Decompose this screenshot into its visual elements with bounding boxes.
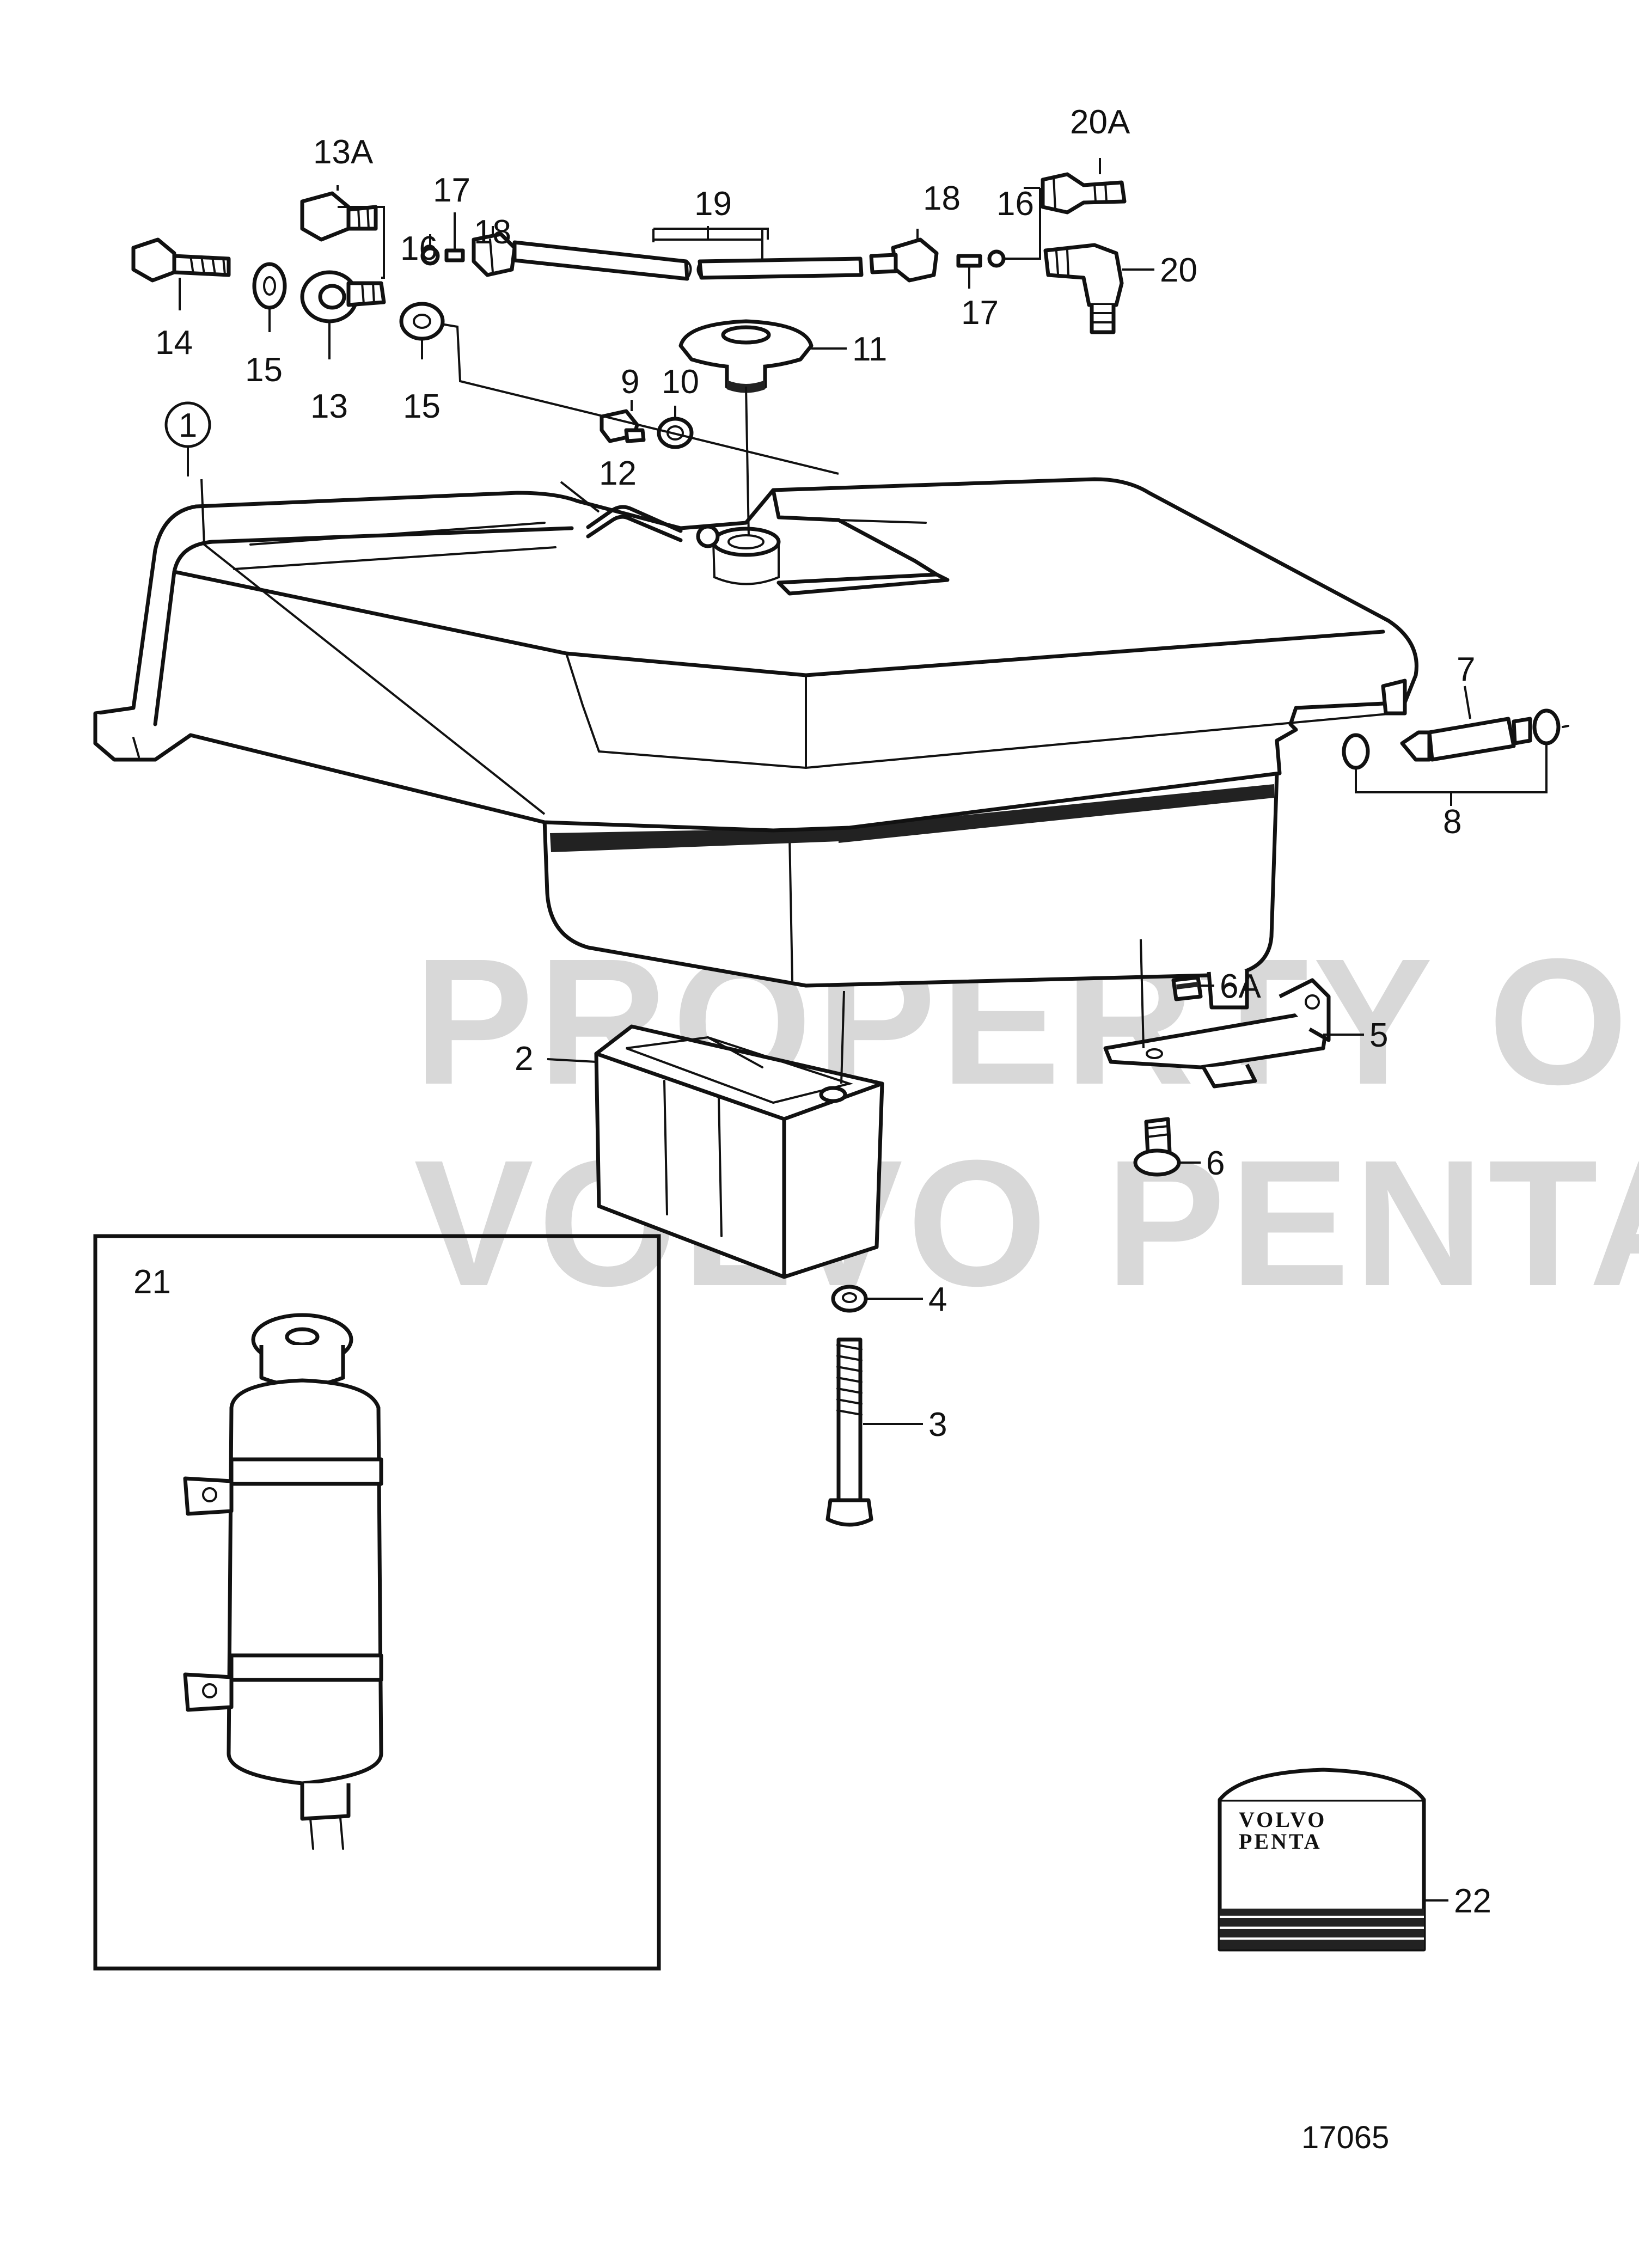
leader-lines xyxy=(179,158,1548,1902)
drawing-number: 17065 xyxy=(1301,2120,1389,2155)
callout-3: 3 xyxy=(928,1406,947,1444)
brand-label-line-2: PENTA xyxy=(1239,1829,1322,1854)
callout-9: 9 xyxy=(621,363,639,401)
callout-20a: 20A xyxy=(1070,103,1130,141)
brand-label-line-1: VOLVO xyxy=(1239,1807,1326,1832)
callout-18-left: 18 xyxy=(474,213,511,251)
callout-2: 2 xyxy=(515,1040,533,1078)
hose-assembly xyxy=(131,172,1127,341)
plug-and-washer xyxy=(600,409,694,449)
callout-16-left: 16 xyxy=(400,230,438,267)
mounting-plate xyxy=(1103,975,1331,1177)
callout-4: 4 xyxy=(928,1281,947,1318)
callout-17-right: 17 xyxy=(961,294,999,332)
support-bracket xyxy=(594,1024,884,1279)
callout-1: 1 xyxy=(179,407,197,444)
expansion-tank xyxy=(93,477,1418,1010)
callout-7: 7 xyxy=(1457,651,1475,688)
inset-remote-tank xyxy=(93,1234,661,1971)
callout-14: 14 xyxy=(155,324,193,362)
callout-15-left: 15 xyxy=(245,351,283,389)
radiator-cap xyxy=(678,319,814,393)
callout-16-right: 16 xyxy=(996,185,1034,223)
callout-15-right: 15 xyxy=(403,388,441,425)
callout-8: 8 xyxy=(1443,803,1461,841)
callout-22: 22 xyxy=(1454,1882,1491,1920)
callout-1-circle xyxy=(164,401,211,448)
mounting-bolt xyxy=(825,1285,873,1527)
callout-11: 11 xyxy=(852,331,887,368)
callout-19: 19 xyxy=(694,185,732,223)
callout-21: 21 xyxy=(133,1263,171,1301)
callout-labels: 1 2 3 4 5 6 6A 7 8 9 10 11 12 13 13A 14 … xyxy=(133,103,1491,1920)
callout-6a: 6A xyxy=(1220,968,1261,1005)
callout-12: 12 xyxy=(599,455,637,492)
callout-10: 10 xyxy=(662,363,699,401)
instruction-booklet: VOLVO PENTA xyxy=(1218,1768,1426,1952)
callout-5: 5 xyxy=(1369,1017,1388,1054)
callout-20: 20 xyxy=(1160,252,1197,289)
callout-13: 13 xyxy=(310,388,348,425)
overflow-pipe xyxy=(586,505,720,548)
callout-18-right: 18 xyxy=(923,180,961,217)
callout-13a: 13A xyxy=(313,133,374,171)
callout-17-left: 17 xyxy=(433,172,470,209)
callout-6: 6 xyxy=(1206,1145,1225,1182)
hose-nipple xyxy=(1342,708,1569,770)
